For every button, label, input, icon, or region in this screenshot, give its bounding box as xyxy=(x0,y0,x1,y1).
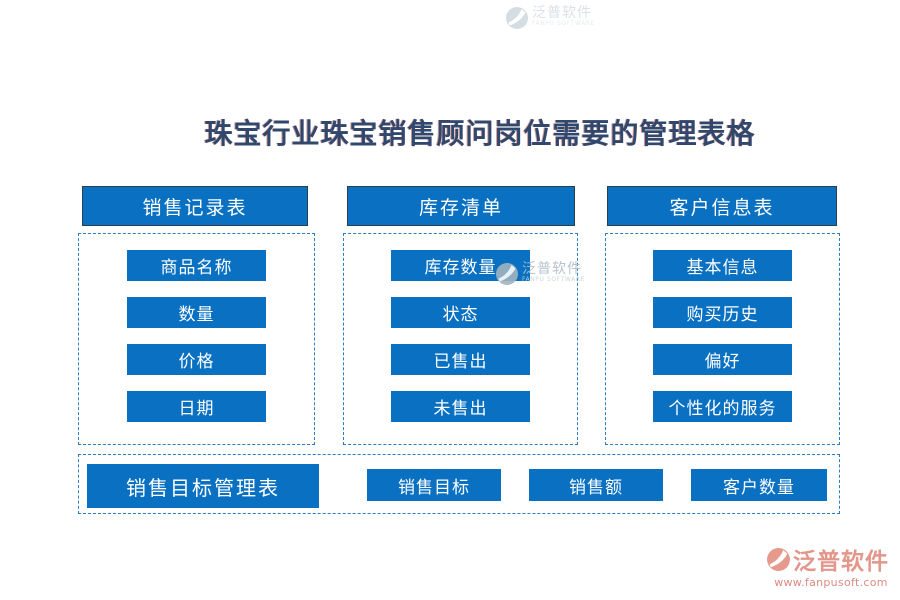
footer-brand: 泛普软件 www.fanpusoft.com xyxy=(766,542,896,589)
field-box-date: 日期 xyxy=(127,391,266,422)
watermark-top: 泛普软件 FANPU SOFTWARE xyxy=(505,6,595,30)
field-box-status: 状态 xyxy=(391,297,530,328)
column-header-inventory-list: 库存清单 xyxy=(347,186,575,226)
bottom-section-container: 销售目标管理表 销售目标 销售额 客户数量 xyxy=(78,454,840,514)
field-box-stock-quantity: 库存数量 xyxy=(391,250,530,281)
page-title: 珠宝行业珠宝销售顾问岗位需要的管理表格 xyxy=(204,117,756,150)
field-box-sold: 已售出 xyxy=(391,344,530,375)
footer-brand-text: 泛普软件 xyxy=(793,549,889,575)
field-box-price: 价格 xyxy=(127,344,266,375)
column-container-sales-records: 商品名称 数量 价格 日期 xyxy=(78,233,315,445)
fanpu-logo-icon xyxy=(506,7,528,29)
column-header-sales-records: 销售记录表 xyxy=(82,186,308,226)
field-box-purchase-history: 购买历史 xyxy=(653,297,792,328)
watermark-subtitle-text: FANPU SOFTWARE xyxy=(532,19,596,27)
fanpu-logo-icon xyxy=(767,547,790,571)
field-box-sales-target: 销售目标 xyxy=(367,469,501,501)
field-box-unsold: 未售出 xyxy=(391,391,530,422)
field-box-customer-count: 客户数量 xyxy=(691,469,827,501)
field-box-product-name: 商品名称 xyxy=(127,250,266,281)
field-box-sales-amount: 销售额 xyxy=(529,469,663,501)
bottom-header-sales-target-table: 销售目标管理表 xyxy=(87,464,319,508)
column-header-customer-info: 客户信息表 xyxy=(607,186,837,226)
field-box-preference: 偏好 xyxy=(653,344,792,375)
column-container-customer-info: 基本信息 购买历史 偏好 个性化的服务 xyxy=(605,233,840,445)
column-container-inventory-list: 库存数量 状态 已售出 未售出 xyxy=(343,233,578,445)
footer-url-text: www.fanpusoft.com xyxy=(774,576,888,589)
field-box-personalized-service: 个性化的服务 xyxy=(653,391,792,422)
field-box-quantity: 数量 xyxy=(127,297,266,328)
field-box-basic-info: 基本信息 xyxy=(653,250,792,281)
watermark-brand-text: 泛普软件 xyxy=(532,5,592,21)
